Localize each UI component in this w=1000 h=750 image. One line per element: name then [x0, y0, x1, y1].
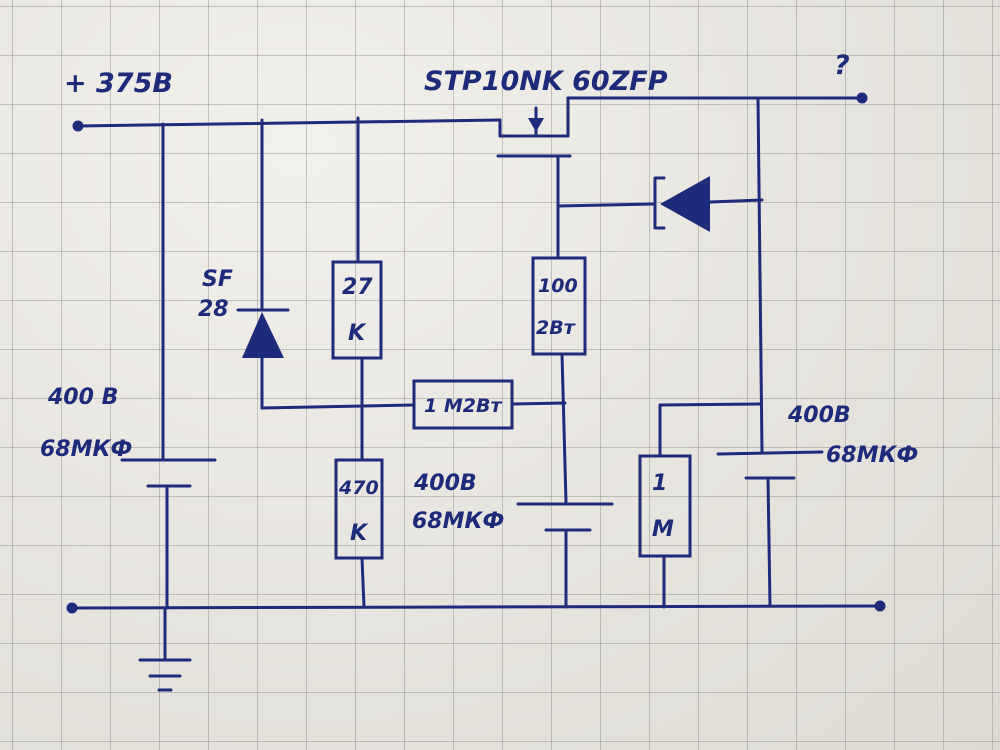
cap-right-capacitance-label: 68МКФ [826, 443, 918, 468]
supply-terminal [72, 120, 84, 132]
resistor-470k-label-line1: 470 [338, 477, 379, 499]
supply-voltage-label: + 375В [64, 68, 173, 99]
top-rail [72, 92, 868, 132]
resistor-100-label-line1: 100 [538, 275, 578, 297]
capacitor-c1 [120, 122, 217, 610]
cap-right-voltage-label: 400В [787, 403, 851, 428]
output-unknown-label: ? [834, 50, 850, 81]
zener-diode [556, 176, 764, 232]
zener-bar [653, 176, 666, 230]
capacitor-c2 [516, 502, 614, 609]
resistor-27k-label-line2: K [348, 321, 367, 346]
resistor-100-label-line2: 2Вт [536, 317, 576, 339]
resistor-470k [334, 458, 384, 609]
diode-triangle [242, 312, 284, 358]
capacitor-c3 [716, 450, 824, 608]
resistor-100-body [531, 256, 587, 356]
ground-terminal-left [66, 602, 78, 614]
cap-left-capacitance-label: 68МКФ [40, 437, 132, 462]
mosfet-stp10nk60zfp [496, 96, 572, 260]
cap-left-voltage-label: 400 В [47, 385, 118, 410]
zener-triangle [660, 176, 710, 232]
diode-sf28 [236, 118, 416, 410]
mosfet-arrow [528, 118, 544, 132]
resistor-1m-label-line2: M [652, 517, 674, 542]
output-line [658, 96, 764, 458]
resistor-27k [331, 116, 383, 462]
resistor-1m2w-label: 1 М2Вт [424, 395, 502, 417]
resistor-1m2w [412, 379, 567, 430]
resistor-27k-label-line1: 27 [342, 275, 373, 300]
diode-label-line2: 28 [198, 297, 229, 322]
ground-symbol [138, 606, 192, 692]
cap-mid-voltage-label: 400В [413, 471, 477, 496]
resistor-470k-body [334, 458, 384, 560]
resistor-27k-body [331, 260, 383, 360]
resistor-1m [638, 454, 692, 609]
output-terminal [856, 92, 868, 104]
mosfet-label: STP10NK 60ZFP [424, 66, 668, 97]
diode-label-line1: SF [202, 267, 233, 292]
resistor-100-2w [531, 256, 587, 504]
bottom-rail [66, 600, 886, 614]
cap-mid-capacitance-label: 68МКФ [412, 509, 504, 534]
resistor-1m-label-line1: 1 [652, 471, 667, 496]
resistor-470k-label-line2: K [350, 521, 369, 546]
ground-terminal-right [874, 600, 886, 612]
